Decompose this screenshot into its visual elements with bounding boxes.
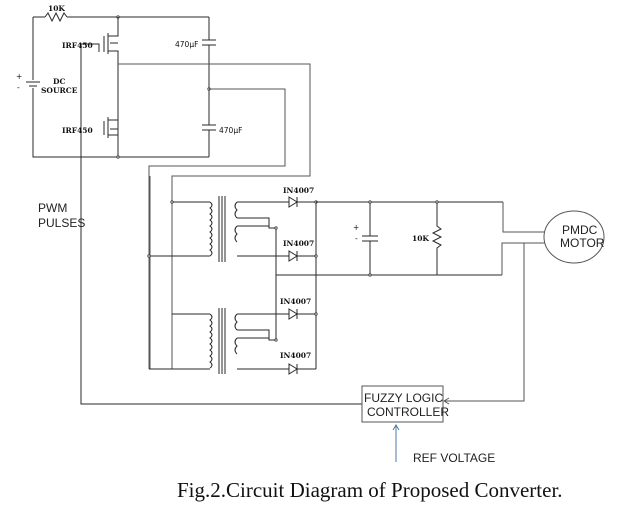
- svg-text:-: -: [17, 83, 20, 92]
- mosfet-bottom-label: IRF450: [62, 126, 93, 135]
- diode-1: [288, 196, 316, 208]
- svg-text:SOURCE: SOURCE: [41, 86, 78, 95]
- transformer-bottom: [149, 308, 289, 374]
- diode-2: [288, 250, 316, 262]
- output-filter: [316, 200, 545, 405]
- core-top: [218, 196, 226, 262]
- dc-source-label: DC: [53, 77, 66, 86]
- ref-voltage-arrow-icon: [392, 424, 400, 462]
- svg-text:+: +: [353, 223, 359, 232]
- cap-bottom-label: 470µF: [219, 126, 242, 135]
- mid-wire-inner: [148, 88, 286, 369]
- core-bottom: [218, 308, 226, 374]
- svg-text:PULSES: PULSES: [38, 216, 85, 230]
- output-capacitor: [316, 201, 503, 275]
- mosfet-top-symbol: [103, 17, 119, 157]
- svg-text:CONTROLLER: CONTROLLER: [367, 405, 449, 419]
- cap-top-label: 470µF: [175, 40, 198, 49]
- primary-winding-bottom: [209, 313, 213, 369]
- motor-label: PMDC: [562, 223, 598, 237]
- mosfet-top-label: IRF450: [62, 41, 93, 50]
- feedback-arrow-icon: [443, 397, 450, 405]
- mid-wire-outer: [118, 63, 311, 370]
- capacitor-bank: [202, 17, 216, 157]
- secondary-winding-top: [234, 201, 238, 243]
- svg-text:+: +: [16, 72, 22, 81]
- diode-1-label: IN4007: [283, 186, 314, 195]
- pwm-gate-wire: [80, 44, 362, 405]
- resistor-10k-input: [44, 11, 68, 23]
- transformer-top: [149, 196, 289, 262]
- input-stage: [26, 11, 362, 405]
- diode-3-label: IN4007: [280, 297, 311, 306]
- secondary-winding-bottom: [234, 313, 238, 355]
- load-resistor-label: 10K: [412, 234, 429, 243]
- controller-label: FUZZY LOGIC: [364, 391, 443, 405]
- input-resistor-label: 10K: [48, 4, 65, 13]
- diode-3: [288, 308, 316, 320]
- feedback-wire: [444, 243, 525, 402]
- primary-winding-top: [209, 201, 213, 257]
- pmdc-motor: [543, 210, 605, 264]
- svg-text:-: -: [355, 234, 358, 243]
- ref-voltage-label: REF VOLTAGE: [413, 451, 495, 465]
- diode-4-label: IN4007: [280, 351, 311, 360]
- figure-caption: Fig.2.Circuit Diagram of Proposed Conver…: [177, 478, 563, 502]
- fuzzy-logic-controller-box: [361, 385, 444, 423]
- load-resistor: [431, 202, 443, 275]
- pwm-label: PWM: [38, 201, 67, 215]
- diode-4: [288, 363, 316, 375]
- battery-symbol: [26, 81, 40, 87]
- diode-2-label: IN4007: [283, 239, 314, 248]
- diodes: [288, 196, 318, 375]
- svg-text:MOTOR: MOTOR: [560, 236, 605, 250]
- center-tap-return: [275, 228, 370, 340]
- mosfet-bottom-symbol: [103, 117, 118, 138]
